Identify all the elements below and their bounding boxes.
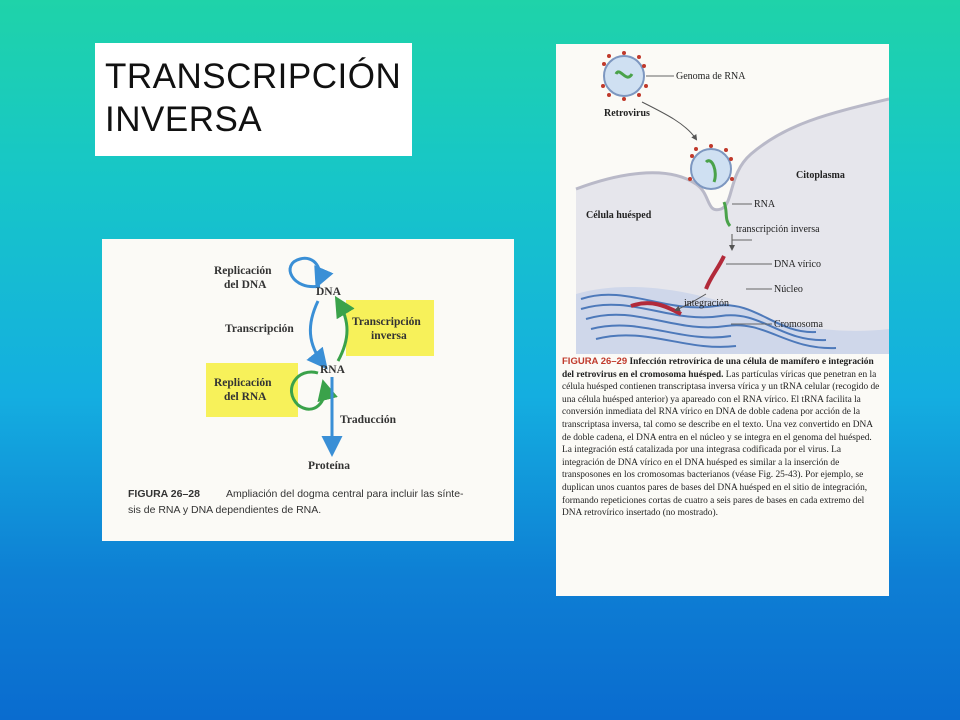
label-chromosome: Cromosoma bbox=[774, 319, 823, 330]
slide-title-line-1: TRANSCRIPCIÓN bbox=[105, 57, 402, 96]
transcription-arrow bbox=[306, 300, 328, 370]
label-rna: RNA bbox=[754, 199, 776, 210]
chromosome bbox=[580, 293, 837, 350]
retrovirus-caption-text: Las partículas víricas que penetran en l… bbox=[562, 369, 880, 519]
label-integration: integración bbox=[684, 298, 729, 309]
reverse-transcription-arrow bbox=[334, 295, 355, 362]
label-viral-dna: DNA vírico bbox=[774, 259, 821, 270]
figure-central-dogma: Replicación del DNA DNA Transcripción Tr… bbox=[102, 239, 514, 541]
label-dna: DNA bbox=[316, 286, 342, 298]
label-transcription: Transcripción bbox=[225, 323, 294, 335]
caption-figure-number: FIGURA 26–28 bbox=[128, 488, 200, 500]
rna-replication-arrow bbox=[290, 370, 338, 411]
label-cytoplasm: Citoplasma bbox=[796, 170, 845, 181]
integrated-viral-dna bbox=[630, 301, 682, 316]
label-reverse-transcription-1: Transcripción bbox=[352, 316, 421, 328]
dna-replication-arrow bbox=[288, 256, 334, 289]
label-rna-genome: Genoma de RNA bbox=[676, 71, 746, 82]
retrovirus-fusing bbox=[688, 144, 734, 190]
caption-line-1: Ampliación del dogma central para inclui… bbox=[226, 488, 464, 500]
label-nucleus: Núcleo bbox=[774, 284, 803, 295]
label-dna-replication-1: Replicación bbox=[214, 265, 272, 277]
integration-arrow bbox=[674, 293, 707, 312]
label-reverse-transcription-2: inversa bbox=[371, 330, 407, 342]
rna-replication-highlight bbox=[206, 363, 298, 417]
viral-rna bbox=[722, 201, 732, 227]
reverse-transcription-highlight bbox=[346, 300, 434, 356]
label-dna-replication-2: del DNA bbox=[224, 279, 267, 291]
viral-dna bbox=[704, 255, 726, 290]
retrovirus-caption: FIGURA 26–29 Infección retrovírica de un… bbox=[556, 356, 889, 520]
label-host-cell: Célula huésped bbox=[586, 210, 652, 221]
label-rna-replication-1: Replicación bbox=[214, 377, 272, 389]
retrovirus-particle bbox=[601, 51, 648, 101]
retrovirus-illustration: Genoma de RNA Retrovirus Citoplasma Célu… bbox=[575, 51, 889, 354]
slide-title: TRANSCRIPCIÓN INVERSA bbox=[95, 43, 412, 156]
label-protein: Proteína bbox=[308, 460, 350, 472]
label-reverse-transcription: transcripción inversa bbox=[736, 224, 820, 235]
slide-title-line-2: INVERSA bbox=[105, 100, 263, 139]
label-retrovirus: Retrovirus bbox=[604, 108, 650, 119]
caption-line-2: sis de RNA y DNA dependientes de RNA. bbox=[128, 504, 321, 516]
retrovirus-caption-number: FIGURA 26–29 bbox=[562, 356, 628, 367]
central-dogma-diagram: Replicación del DNA DNA Transcripción Tr… bbox=[128, 256, 464, 516]
entry-arrow bbox=[641, 101, 698, 141]
retrovirus-caption-title: Infección retrovírica de una célula de m… bbox=[562, 357, 874, 380]
figure-retrovirus: Genoma de RNA Retrovirus Citoplasma Célu… bbox=[556, 44, 889, 596]
label-rna-replication-2: del RNA bbox=[224, 391, 267, 403]
label-translation: Traducción bbox=[340, 414, 397, 426]
label-rna: RNA bbox=[320, 364, 346, 376]
cell-membrane bbox=[575, 97, 889, 212]
